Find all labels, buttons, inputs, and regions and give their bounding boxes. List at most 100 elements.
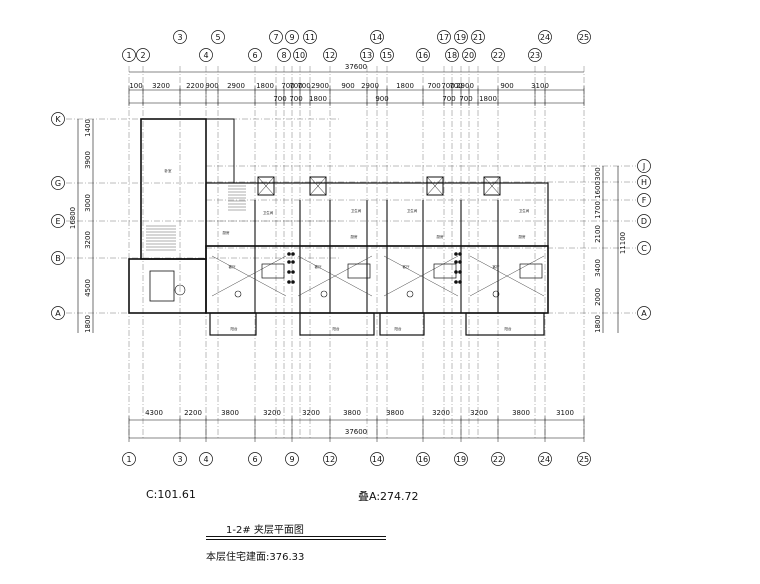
axis-label-left-B: B [55,254,61,263]
dim-top-2-2: 1800 [309,95,327,103]
axis-label-top-19: 19 [456,33,466,42]
dim-top-1-15: 700 [449,82,462,90]
axis-label-bottom-9: 9 [289,455,294,464]
column-dot [454,270,458,274]
axis-label-left-E: E [55,217,60,226]
elevator-x-b-1 [309,176,327,196]
room-label-living-1: 客厅 [315,264,323,269]
axis-label-top-14: 14 [372,33,382,42]
axis-label-top-23: 23 [530,51,540,60]
elevator-0 [257,176,275,196]
dim-top-1-18: 3100 [531,82,549,90]
dim-left-1: 3900 [84,151,92,169]
furniture-diag-b-1 [297,255,373,297]
axis-label-top-8: 8 [281,51,286,60]
dim-right-0: 300 [594,167,602,180]
dim-top-1-17: 900 [500,82,513,90]
axis-label-bottom-24: 24 [540,455,550,464]
column-dot [458,280,462,284]
axis-bubble-right-D [637,214,651,228]
axis-label-right-F: F [642,196,647,205]
wall-balcony-4 [465,312,545,336]
axis-bubble-top-11 [303,30,317,44]
fixture-0 [234,290,242,298]
dim-top-total: 37600 [345,63,367,71]
axis-bubble-top-13 [360,48,374,62]
column-dot [287,260,291,264]
dim-left-total: 16800 [69,207,77,229]
wall-end-room [128,258,207,314]
furniture-diag-b-2 [383,255,459,297]
axis-bubble-top-22 [491,48,505,62]
axis-bubble-bottom-9 [285,452,299,466]
axis-bubble-top-6 [248,48,262,62]
axis-label-top-9: 9 [289,33,294,42]
axis-bubble-right-C [637,241,651,255]
elevator-1 [309,176,327,196]
dim-top-1-5: 1800 [256,82,274,90]
dim-bottom-9: 3800 [512,409,530,417]
room-label-kitchen-2: 厨房 [437,234,445,239]
fixture-1 [320,290,328,298]
axis-bubble-right-F [637,193,651,207]
axis-label-top-7: 7 [273,33,278,42]
axis-label-right-A: A [641,309,647,318]
axis-bubble-left-A [51,306,65,320]
dim-top-2-5: 700 [459,95,472,103]
dim-top-1-6: 700 [281,82,294,90]
axis-bubble-right-J [637,159,651,173]
axis-label-left-A: A [55,309,61,318]
grid-lines [66,66,636,440]
axis-bubble-top-20 [462,48,476,62]
floor-area-label: 本层住宅建面:376.33 [206,552,305,563]
axis-label-top-4: 4 [203,51,208,60]
axis-bubble-top-18 [445,48,459,62]
axis-label-top-21: 21 [473,33,483,42]
axis-bubble-top-7 [269,30,283,44]
axis-label-top-5: 5 [215,33,220,42]
room-label-balcony-1: 阳台 [333,326,341,331]
axis-bubble-bottom-3 [173,452,187,466]
furniture-diag-b-0 [211,255,287,297]
axis-bubble-left-K [51,112,65,126]
bed-0 [261,263,285,279]
axis-label-right-H: H [641,178,647,187]
axis-bubble-top-16 [416,48,430,62]
dim-left-4: 4500 [84,279,92,297]
axis-label-right-D: D [641,217,647,226]
dim-right-5: 2000 [594,288,602,306]
wall-balcony-2 [299,312,375,336]
column-dot [291,260,295,264]
axis-label-top-6: 6 [252,51,257,60]
axis-bubble-bottom-25 [577,452,591,466]
dim-bottom-7: 3200 [432,409,450,417]
walls [128,118,549,336]
room-label-bath-2: 卫生间 [407,208,418,213]
room-label-bath-3: 卫生间 [519,208,530,213]
fixture-end [174,284,186,296]
axis-bubble-top-8 [277,48,291,62]
axis-label-top-20: 20 [464,51,474,60]
axis-label-bottom-14: 14 [372,455,382,464]
dim-right-3: 2100 [594,225,602,243]
axis-bubble-top-4 [199,48,213,62]
axis-label-bottom-25: 25 [579,455,589,464]
axis-label-right-C: C [641,244,647,253]
axis-label-right-J: J [642,162,645,171]
room-label-kitchen-3: 厨房 [519,234,527,239]
axis-label-bottom-22: 22 [493,455,503,464]
room-label-bedroom-0: 卧室 [165,168,172,173]
room-labels: 阳台阳台阳台阳台客厅客厅客厅客厅卧室卫生间卫生间卫生间卫生间厨房厨房厨房厨房 [165,168,530,331]
sofa-end [149,270,175,302]
axis-label-top-17: 17 [439,33,449,42]
axis-label-top-24: 24 [540,33,550,42]
dim-bottom-0: 4300 [145,409,163,417]
drawing-title: 1-2# 夹层平面图 [226,525,304,536]
dim-top-1-8: 700 [297,82,310,90]
dim-bottom-total: 37600 [345,428,367,436]
dim-left-5: 1800 [84,315,92,333]
axis-label-top-10: 10 [295,51,305,60]
dim-bottom-3: 3200 [263,409,281,417]
elevator-x-b-0 [257,176,275,196]
dim-bottom-1: 2200 [184,409,202,417]
